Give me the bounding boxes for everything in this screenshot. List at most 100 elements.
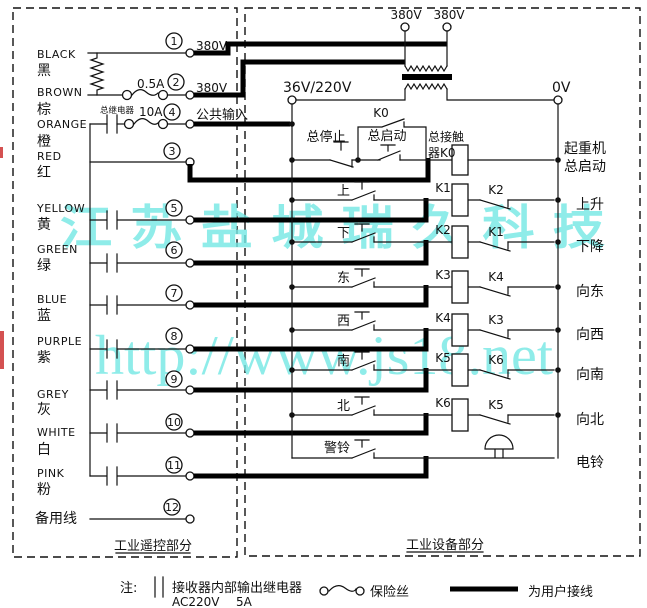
label-k4-lock: K4 bbox=[488, 270, 504, 284]
section-titles: 工业遥控部分 工业设备部分 bbox=[114, 537, 484, 554]
k2-coil bbox=[451, 225, 469, 259]
label-36v-220v: 36V/220V bbox=[283, 80, 352, 96]
up-button bbox=[351, 181, 376, 201]
legend-rating-volt: AC220V bbox=[172, 595, 220, 608]
wire-num-2: 2 bbox=[173, 76, 180, 89]
wire-number-10: 10 bbox=[165, 413, 183, 431]
k3-interlock-contact bbox=[479, 329, 511, 340]
label-out-west: 向西 bbox=[576, 327, 604, 343]
wire-number-9: 9 bbox=[165, 370, 183, 388]
wire-num-6: 6 bbox=[171, 244, 178, 257]
k5-coil bbox=[451, 353, 469, 387]
label-btn-down: 下 bbox=[337, 226, 350, 241]
wire-number-badges: 1 2 4 3 5 6 7 8 9 10 11 12 bbox=[163, 32, 185, 516]
fuse-10A-symbol bbox=[133, 118, 160, 125]
scan-artifact-marks bbox=[0, 147, 4, 369]
label-btn-west: 西 bbox=[337, 314, 350, 329]
receiver-row-values: 380V 0.5A 380V 总继电器 10A 公共输入 bbox=[100, 39, 248, 123]
k6-interlock-contact bbox=[479, 369, 511, 380]
wire-color-labels: BLACK 黑 BROWN 棕 ORANGE 橙 RED 红 YELLOW 黄 … bbox=[35, 48, 87, 527]
bell-button bbox=[351, 439, 376, 459]
label-0v: 0V bbox=[552, 80, 571, 96]
wire-num-3: 3 bbox=[169, 145, 176, 158]
label-green-zh: 绿 bbox=[37, 258, 51, 274]
wire-number-8: 8 bbox=[165, 327, 183, 345]
watermark: 江 苏 盐 城 瑞 久 科 技 http://www.js18.net bbox=[60, 201, 605, 387]
k0-master-circuit: 总停止 总启动 K0 总接触 器K0 起重机 总启动 bbox=[291, 106, 606, 176]
label-380v-top-left: 380V bbox=[390, 8, 422, 22]
label-crane-start-line1: 起重机 bbox=[564, 141, 606, 157]
label-out-south: 向南 bbox=[576, 367, 604, 383]
label-380v-row1: 380V bbox=[196, 39, 228, 53]
label-black-zh: 黑 bbox=[37, 63, 51, 79]
row-bell: 警铃 电铃 bbox=[291, 434, 604, 471]
k6-coil bbox=[451, 398, 469, 432]
label-common-input: 公共输入 bbox=[196, 107, 248, 123]
watermark-line1: 江 苏 盐 城 瑞 久 科 技 bbox=[60, 201, 605, 256]
label-out-bell: 电铃 bbox=[576, 455, 604, 471]
transformer-primary-winding bbox=[404, 64, 448, 73]
row-west: 西 K4 K3 向西 bbox=[291, 311, 604, 347]
label-out-up: 上升 bbox=[576, 197, 604, 213]
label-grey-en: GREY bbox=[37, 388, 69, 401]
label-btn-bell: 警铃 bbox=[324, 440, 350, 456]
label-orange-en: ORANGE bbox=[37, 118, 87, 131]
transformer-core bbox=[402, 74, 452, 80]
label-out-north: 向北 bbox=[576, 412, 604, 428]
label-purple-en: PURPLE bbox=[37, 335, 82, 348]
wire-num-12: 12 bbox=[165, 501, 179, 514]
label-contactor-line2: 器K0 bbox=[428, 146, 456, 160]
label-out-down: 下降 bbox=[576, 239, 604, 255]
wire-num-1: 1 bbox=[171, 35, 178, 48]
label-crane-start-line2: 总启动 bbox=[564, 159, 606, 175]
device-box-border bbox=[244, 7, 641, 557]
label-black-en: BLACK bbox=[37, 48, 76, 61]
label-fuse-10A: 10A bbox=[139, 105, 163, 119]
wire-num-11: 11 bbox=[167, 459, 181, 472]
wire-number-7: 7 bbox=[165, 284, 183, 302]
wire-number-1: 1 bbox=[165, 32, 183, 50]
stop-button bbox=[329, 141, 354, 168]
wire-number-3: 3 bbox=[163, 142, 181, 160]
remote-box-border bbox=[12, 7, 238, 558]
label-red-en: RED bbox=[37, 150, 62, 163]
label-start: 总启动 bbox=[367, 129, 406, 144]
wire-num-9: 9 bbox=[171, 373, 178, 386]
user-wiring-thick bbox=[187, 41, 447, 479]
row-north: 北 K6 K5 向北 bbox=[291, 396, 604, 432]
label-k5-lock: K5 bbox=[488, 398, 504, 412]
k1-coil bbox=[451, 183, 469, 217]
legend-relay-text: 接收器内部输出继电器 bbox=[172, 580, 302, 596]
label-k5: K5 bbox=[435, 351, 451, 365]
wire-num-8: 8 bbox=[171, 330, 178, 343]
label-pink-en: PINK bbox=[37, 467, 65, 480]
wire-num-7: 7 bbox=[171, 287, 178, 300]
label-blue-en: BLUE bbox=[37, 293, 67, 306]
label-k6: K6 bbox=[435, 396, 451, 410]
watermark-line2: http://www.js18.net bbox=[95, 325, 553, 387]
down-button bbox=[351, 223, 376, 243]
label-k4: K4 bbox=[435, 311, 451, 325]
k4-coil bbox=[451, 313, 469, 347]
k1-interlock-contact bbox=[479, 241, 511, 252]
label-k6-lock: K6 bbox=[488, 353, 504, 367]
label-k3: K3 bbox=[435, 268, 451, 282]
row-up: 上 K1 K2 上升 bbox=[291, 181, 604, 217]
label-k2: K2 bbox=[435, 223, 451, 237]
label-btn-south: 南 bbox=[337, 353, 350, 369]
north-button bbox=[351, 396, 376, 416]
label-contactor-line1: 总接触 bbox=[428, 129, 464, 144]
legend: 注: 接收器内部输出继电器 AC220V 5A 保险丝 为用户接线 bbox=[120, 576, 593, 608]
k2-interlock-contact bbox=[479, 199, 511, 210]
label-k1-lock: K1 bbox=[488, 225, 504, 239]
east-button bbox=[351, 268, 376, 288]
west-button bbox=[351, 311, 376, 331]
label-k0-hold: K0 bbox=[373, 106, 389, 120]
wire-number-6: 6 bbox=[165, 241, 183, 259]
south-button bbox=[351, 351, 376, 371]
wire-num-5: 5 bbox=[171, 202, 178, 215]
label-red-zh: 红 bbox=[37, 165, 51, 181]
start-button bbox=[377, 144, 401, 161]
label-yellow-zh: 黄 bbox=[37, 216, 51, 233]
